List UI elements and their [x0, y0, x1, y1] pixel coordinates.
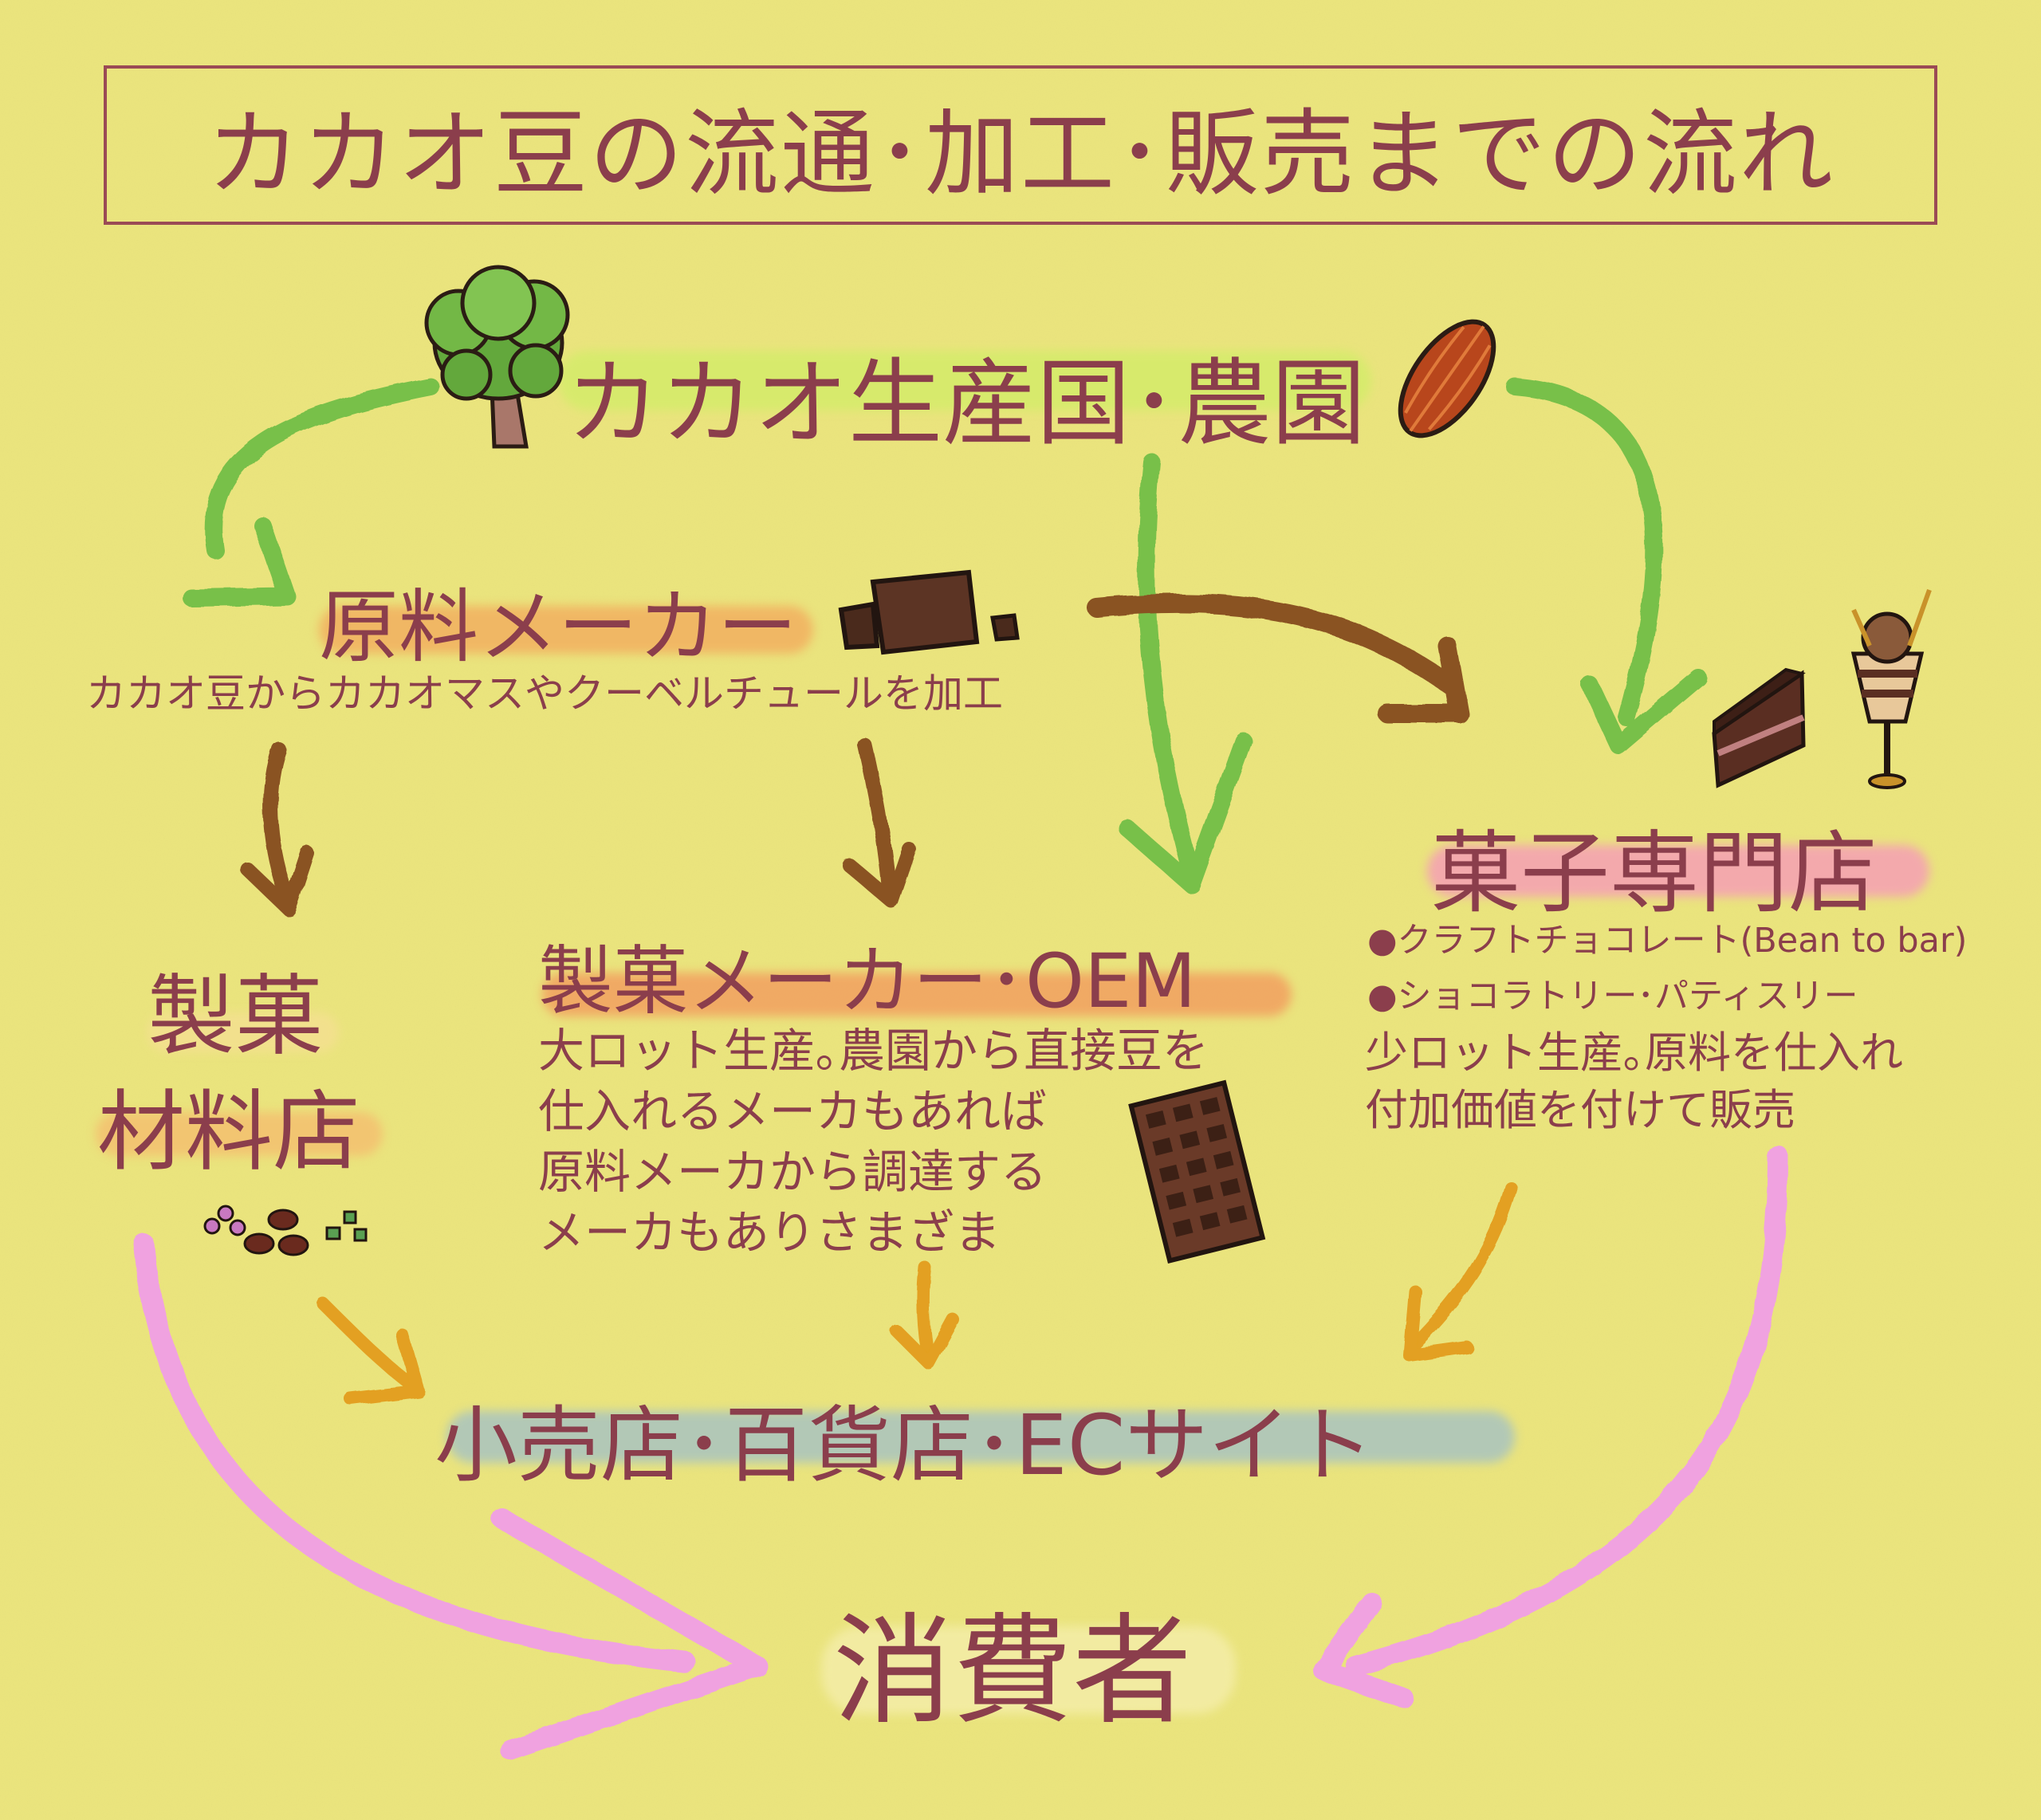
retail-highlight [446, 1411, 1515, 1463]
arrow-raw-maker-to-specialty [1087, 593, 1461, 695]
arrow-maker-to-retail-head [891, 1313, 959, 1370]
arrow-specialty-to-retail-head [1403, 1285, 1473, 1362]
arrow-raw-maker-to-maker [858, 738, 896, 896]
specialty-description-line: 付加価値を付けて販売 [1365, 1085, 1795, 1135]
maker-description-line: 大ロット生産｡農園から直接豆を [538, 1024, 1209, 1078]
arrow-supply-to-retail-head [344, 1329, 425, 1405]
arrow-raw-maker-to-supply [263, 742, 294, 904]
maker-highlight [542, 973, 1292, 1016]
consumer-label: 消費者 [833, 1602, 1193, 1741]
page-title: カカオ豆の流通･加工･販売までの流れ [206, 98, 1835, 209]
farm-label: カカオ生産国･農園 [566, 348, 1367, 458]
arrow-specialty-to-retail [1405, 1181, 1517, 1354]
supply-label-line2: 材料店 [97, 1081, 360, 1183]
raw-maker-label: 原料メーカー [319, 580, 797, 674]
supply-label-line1: 製菓 [147, 965, 323, 1067]
arrow-supply-to-consumer-head [492, 1508, 768, 1760]
maker-label: 製菓メーカー･OEM [538, 938, 1197, 1025]
ingredients-icon [203, 1205, 368, 1256]
specialty-bullet: ●ショコラトリー･パティスリー [1367, 977, 1858, 1016]
arrow-farm-to-specialty-head [1582, 669, 1707, 754]
arrow-supply-to-retail [317, 1297, 421, 1393]
arrow-raw-maker-to-specialty-head [1378, 636, 1469, 723]
arrow-supply-to-consumer [133, 1233, 696, 1673]
chocolate-chunk-icon [838, 569, 1020, 655]
arrow-specialty-to-consumer [1345, 1146, 1788, 1677]
specialty-bullet: ●クラフトチョコレート(Bean to bar) [1367, 921, 1968, 961]
arrow-raw-maker-to-supply-head [240, 846, 314, 916]
cake-slice-icon [1712, 667, 1806, 788]
title-box: カカオ豆の流通･加工･販売までの流れ [104, 65, 1937, 225]
cacao-pod-icon [1398, 319, 1496, 438]
arrow-farm-to-maker [1138, 454, 1197, 870]
tree-icon [424, 265, 570, 449]
arrow-specialty-to-consumer-head [1313, 1592, 1414, 1708]
arrow-farm-to-maker-head [1119, 733, 1253, 894]
specialty-description: 少ロット生産｡原料を仕入れ 付加価値を付けて販売 [1365, 1024, 1903, 1139]
arrow-raw-maker-to-maker-head [842, 842, 916, 908]
farm-highlight [558, 351, 1371, 411]
raw-maker-description: カカオ豆からカカオマスやクーベルチュールを加工 [86, 670, 1003, 717]
raw-maker-highlight [319, 606, 813, 654]
maker-description-line: 原料メーカから調達する [538, 1145, 1048, 1199]
maker-description: 大ロット生産｡農園から直接豆を 仕入れるメーカもあれば 原料メーカから調達する … [538, 1020, 1209, 1263]
specialty-highlight [1427, 845, 1929, 897]
arrow-farm-to-raw-maker [204, 378, 439, 559]
retail-label: 小売店･百貨店･ECサイト [435, 1397, 1374, 1494]
supply-highlight-1 [147, 1012, 339, 1052]
maker-description-line: 仕入れるメーカもあれば [538, 1084, 1048, 1138]
parfait-icon [1850, 588, 1932, 789]
specialty-label: 菓子専門店 [1431, 822, 1878, 926]
supply-highlight-2 [96, 1112, 383, 1156]
specialty-bullets: ●クラフトチョコレート(Bean to bar) ●ショコラトリー･パティスリー [1367, 913, 1967, 1024]
arrow-farm-to-specialty [1506, 378, 1663, 726]
arrow-farm-to-raw-maker-head [183, 517, 296, 607]
maker-description-line: メーカもありさまざま [538, 1205, 1001, 1260]
consumer-highlight [821, 1626, 1236, 1714]
chocolate-bar-icon [1128, 1079, 1266, 1264]
specialty-description-line: 少ロット生産｡原料を仕入れ [1365, 1028, 1903, 1078]
